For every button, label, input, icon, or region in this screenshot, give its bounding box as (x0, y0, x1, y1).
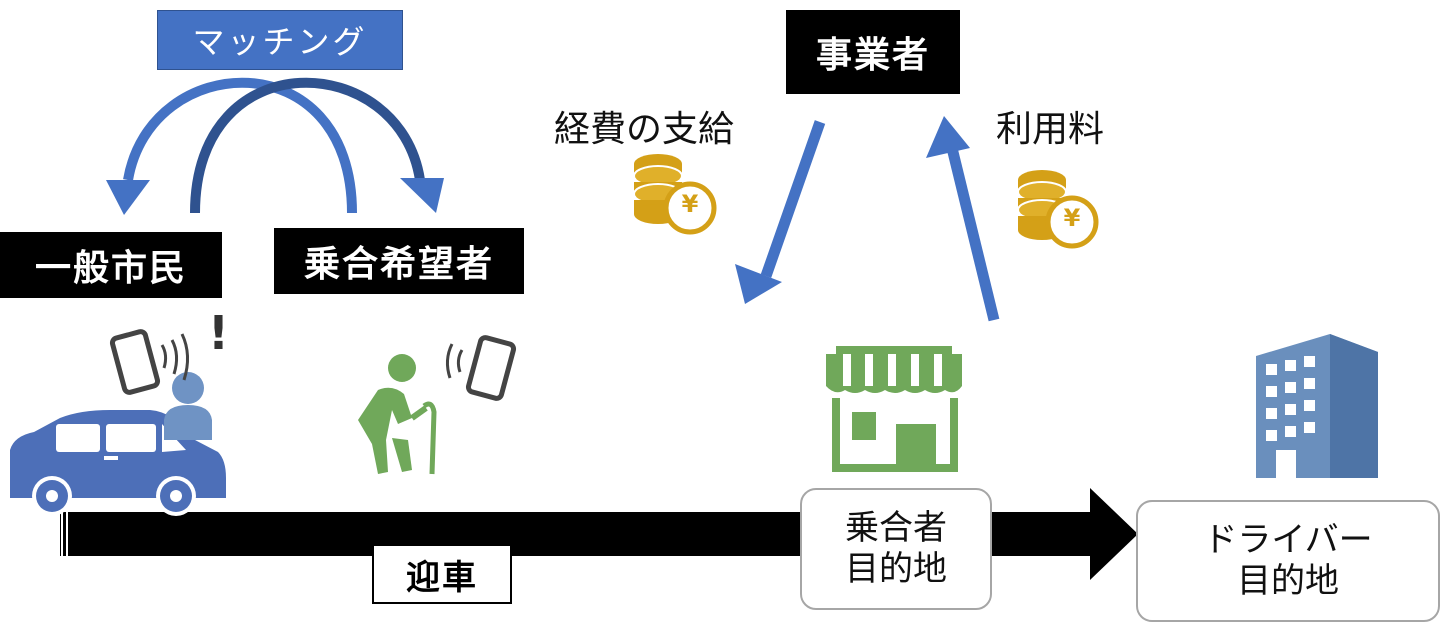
matching-label: マッチング (157, 10, 403, 70)
expense-label: 経費の支給 (554, 109, 735, 150)
shop-icon (826, 346, 962, 472)
yen-symbol-expense: ¥ (681, 190, 699, 218)
phone-icon-public (109, 329, 189, 395)
arc-to-public-head (106, 180, 150, 215)
elderly-person-icon (358, 354, 437, 475)
usage-fee-label: 利用料 (996, 109, 1105, 150)
route-head (1090, 488, 1138, 580)
ride-seeker-label: 乗合希望者 (274, 228, 524, 294)
passenger-destination-line2: 目的地 (845, 549, 947, 589)
pickup-label: 迎車 (372, 544, 512, 604)
expense-arrow-line (760, 120, 826, 278)
fee-arrow-line (946, 146, 1000, 322)
passenger-destination-box: 乗合者 目的地 (800, 488, 992, 610)
yen-symbol-fee: ¥ (1063, 204, 1081, 232)
driver-person-icon (164, 372, 212, 440)
driver-destination-line1: ドライバー (1203, 520, 1373, 561)
coin-stack-icon-fee (1017, 170, 1099, 249)
money-arrows (735, 116, 1000, 322)
passenger-destination-line1: 乗合者 (845, 508, 947, 549)
matching-arcs (106, 77, 444, 215)
building-icon (1256, 334, 1378, 478)
general-public-label: 一般市民 (0, 232, 222, 298)
arc-to-seeker (190, 77, 425, 214)
operator-label: 事業者 (786, 10, 960, 94)
exclaim-mark: ! (208, 306, 229, 360)
arc-to-seeker-head (400, 178, 444, 213)
fee-arrow-head (926, 116, 970, 158)
expense-arrow-head (735, 264, 782, 304)
coin-stack-icon-expense (633, 154, 717, 235)
arc-to-public (123, 77, 357, 214)
driver-destination-box: ドライバー 目的地 (1136, 500, 1440, 622)
driver-destination-line2: 目的地 (1237, 561, 1339, 601)
phone-icon-seeker (445, 335, 517, 401)
